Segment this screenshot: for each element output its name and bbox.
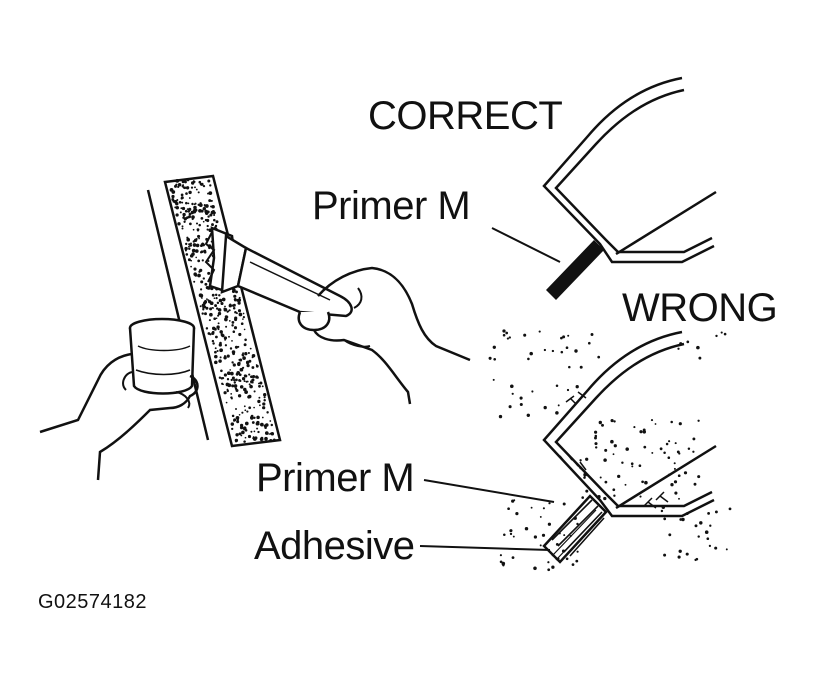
adhesive-leader-wrong	[419, 545, 551, 551]
correct-glass-section	[491, 76, 717, 300]
paint-brush-icon	[204, 226, 353, 318]
primer-cup-icon	[128, 317, 196, 395]
adhesive-label: Adhesive	[254, 524, 415, 568]
primer-label-correct: Primer M	[312, 184, 471, 228]
correct-label: CORRECT	[368, 94, 563, 138]
primer-leader-correct	[491, 227, 561, 263]
overspray-speckle	[488, 329, 732, 572]
left-hand-illustration	[39, 352, 199, 481]
primer-label-wrong: Primer M	[256, 456, 415, 500]
wrong-label: WRONG	[622, 286, 778, 330]
figure-code: G02574182	[38, 591, 148, 613]
right-hand-illustration	[297, 266, 471, 405]
wrong-glass-section	[419, 329, 732, 572]
panel-edge-line	[146, 189, 210, 441]
primer-leader-wrong	[423, 479, 555, 503]
